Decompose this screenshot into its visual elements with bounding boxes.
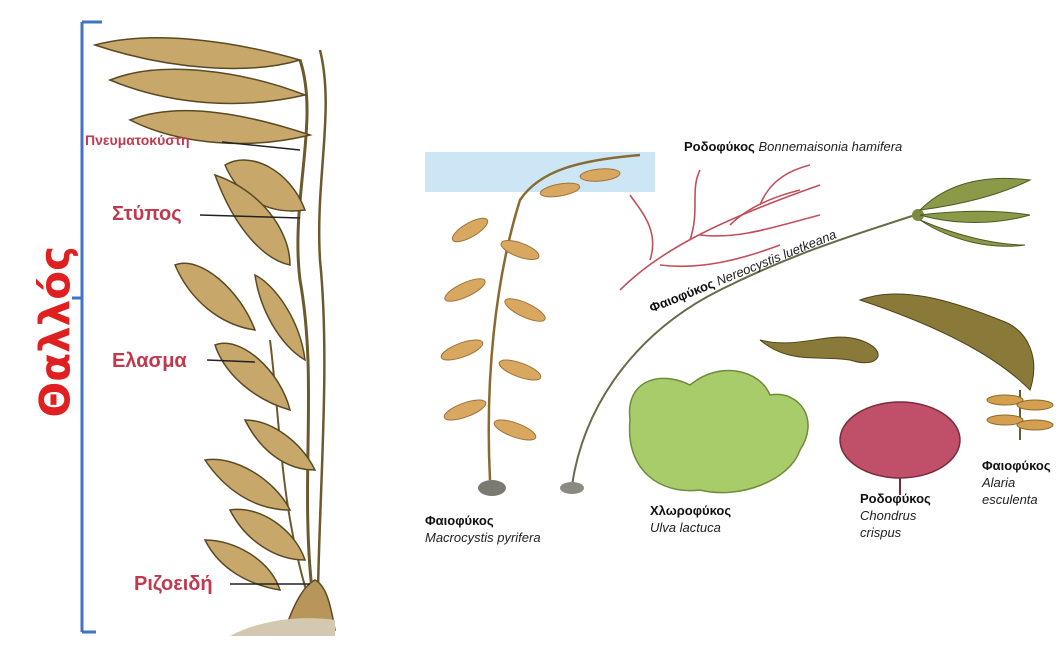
alaria-caption: Φαιοφύκος Alaria esculenta xyxy=(982,457,1051,508)
alaria-species-2: esculenta xyxy=(982,492,1038,507)
macrocystis-group: Φαιοφύκος xyxy=(425,513,494,528)
holdfast-label: Ριζοειδή xyxy=(134,573,213,596)
ulva-group: Χλωροφύκος xyxy=(650,503,731,518)
alaria-species-1: Alaria xyxy=(982,475,1015,490)
bonnemaisonia-caption: Ροδοφύκος Bonnemaisonia hamifera xyxy=(684,138,902,155)
stipe-label: Στύπος xyxy=(112,203,182,226)
thallus-label: Θαλλός xyxy=(31,268,80,418)
chondrus-species-2: crispus xyxy=(860,525,901,540)
bonnemaisonia-group: Ροδοφύκος xyxy=(684,139,755,154)
ulva-caption: Χλωροφύκος Ulva lactuca xyxy=(650,502,731,536)
ulva-species: Ulva lactuca xyxy=(650,520,721,535)
kelp-anatomy-illustration xyxy=(95,38,335,636)
alaria-group: Φαιοφύκος xyxy=(982,458,1051,473)
chondrus-caption: Ροδοφύκος Chondrus crispus xyxy=(860,490,931,541)
bonnemaisonia-species: Bonnemaisonia hamifera xyxy=(758,139,902,154)
macrocystis-caption: Φαιοφύκος Macrocystis pyrifera xyxy=(425,512,541,546)
blade-label: Ελασμα xyxy=(112,350,187,373)
chondrus-group: Ροδοφύκος xyxy=(860,491,931,506)
pneumatocyst-label: Πνευματοκύστη xyxy=(85,132,190,148)
chondrus-species-1: Chondrus xyxy=(860,508,916,523)
macrocystis-species: Macrocystis pyrifera xyxy=(425,530,541,545)
